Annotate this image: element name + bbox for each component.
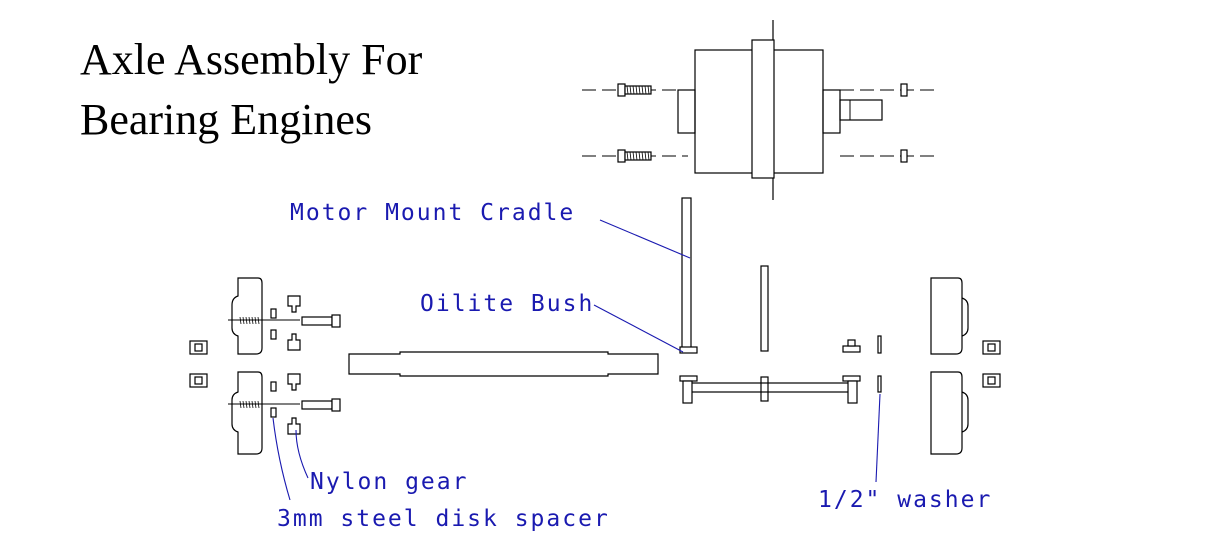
thread-mark — [638, 151, 641, 161]
steel-disk-spacers — [270, 308, 277, 418]
thread-mark — [245, 400, 248, 409]
left-nuts — [189, 340, 208, 388]
label-steel-disk-spacer: 3mm steel disk spacer — [277, 506, 610, 532]
nylon-gears — [287, 295, 301, 435]
leader-washer — [875, 393, 881, 483]
thread-mark — [641, 151, 644, 161]
leader-steel-disk-spacer — [272, 417, 291, 501]
motor-mount-bolts — [582, 83, 936, 163]
wheel-screws-left — [301, 314, 341, 412]
leader-nylon-gear — [295, 429, 309, 479]
thread-mark — [647, 151, 650, 161]
washers — [877, 335, 882, 393]
motor-mount-cradle — [679, 197, 698, 354]
right-nuts — [982, 340, 1001, 388]
thread-mark — [254, 316, 257, 325]
motor — [677, 20, 883, 200]
leader-oilite-bush — [593, 304, 684, 353]
thread-mark — [251, 316, 254, 325]
thread-mark — [245, 316, 248, 325]
diagram-title-line-2: Bearing Engines — [80, 95, 373, 144]
thread-mark — [638, 85, 641, 95]
diagram-title-line-1: Axle Assembly For — [80, 35, 423, 84]
thread-mark — [641, 85, 644, 95]
thread-mark — [644, 151, 647, 161]
thread-mark — [254, 400, 257, 409]
thread-mark — [644, 85, 647, 95]
thread-mark — [242, 400, 245, 409]
thread-mark — [248, 400, 251, 409]
thread-mark — [635, 151, 638, 161]
thread-mark — [257, 400, 260, 409]
thread-mark — [239, 316, 242, 325]
thread-mark — [626, 85, 629, 95]
thread-mark — [239, 400, 242, 409]
axle — [348, 351, 659, 377]
thread-mark — [248, 316, 251, 325]
thread-mark — [629, 151, 632, 161]
label-motor-mount-cradle: Motor Mount Cradle — [290, 200, 575, 226]
left-wheel-lower — [228, 371, 300, 455]
thread-mark — [257, 316, 260, 325]
leader-motor-mount-cradle — [599, 219, 691, 259]
thread-mark — [647, 85, 650, 95]
thread-mark — [635, 85, 638, 95]
bolt-thread-marks — [304, 85, 650, 410]
label-nylon-gear: Nylon gear — [310, 469, 468, 495]
label-washer: 1/2" washer — [818, 487, 992, 513]
axle-side-assembly — [679, 265, 861, 404]
thread-mark — [626, 151, 629, 161]
left-wheel-upper — [228, 277, 300, 355]
label-oilite-bush: Oilite Bush — [420, 291, 594, 317]
thread-mark — [632, 151, 635, 161]
wheel-thread-marks — [239, 316, 260, 409]
thread-mark — [629, 85, 632, 95]
thread-mark — [251, 400, 254, 409]
right-wheel-lower — [930, 371, 969, 455]
right-wheel-upper — [930, 277, 969, 355]
thread-mark — [632, 85, 635, 95]
thread-mark — [242, 316, 245, 325]
